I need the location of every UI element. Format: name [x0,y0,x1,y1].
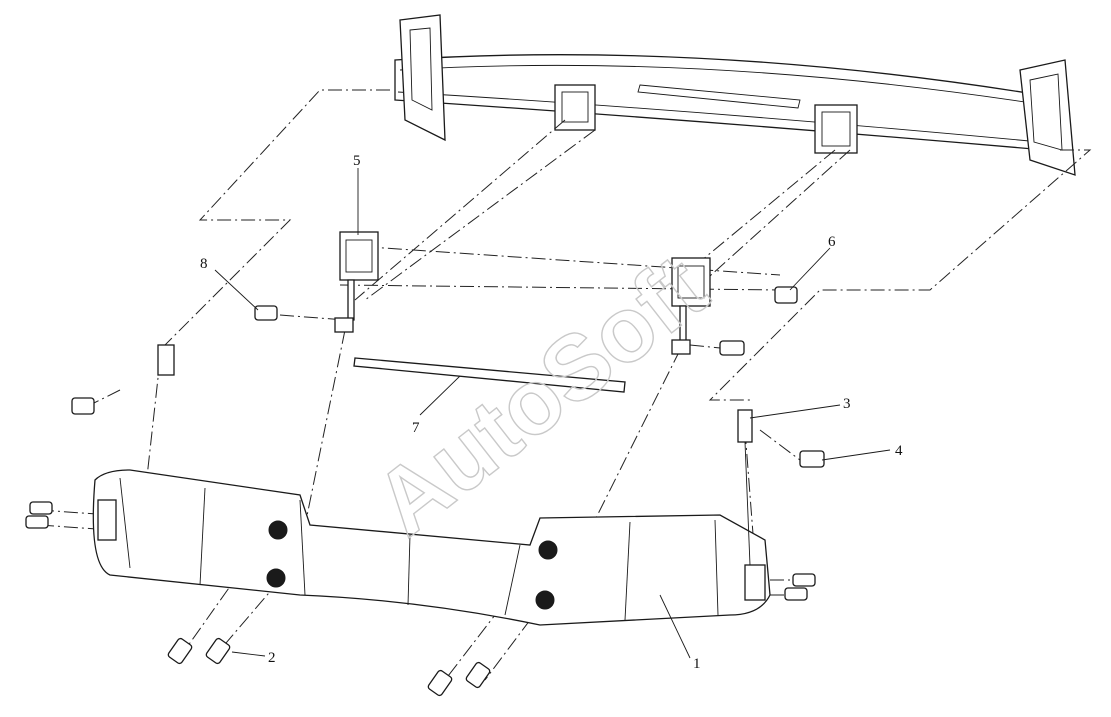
callout-leaders [214,168,891,659]
sun-visor [92,469,771,626]
callout-3: 3 [843,396,851,412]
callout-6: 6 [828,234,836,250]
bolts [25,286,825,697]
cab-roof-frame [394,14,1076,176]
callout-2: 2 [268,650,276,666]
callout-8: 8 [200,256,208,272]
side-bracket-left [157,344,175,376]
callout-4: 4 [895,443,903,459]
callout-7: 7 [412,420,420,436]
side-bracket-right [737,409,753,566]
watermark: AutoSoft [357,236,726,555]
seal-strip [353,357,626,393]
callout-5: 5 [353,153,361,169]
mounting-bracket-right [671,257,711,355]
mounting-bracket-left [334,231,379,333]
callout-1: 1 [693,656,701,672]
